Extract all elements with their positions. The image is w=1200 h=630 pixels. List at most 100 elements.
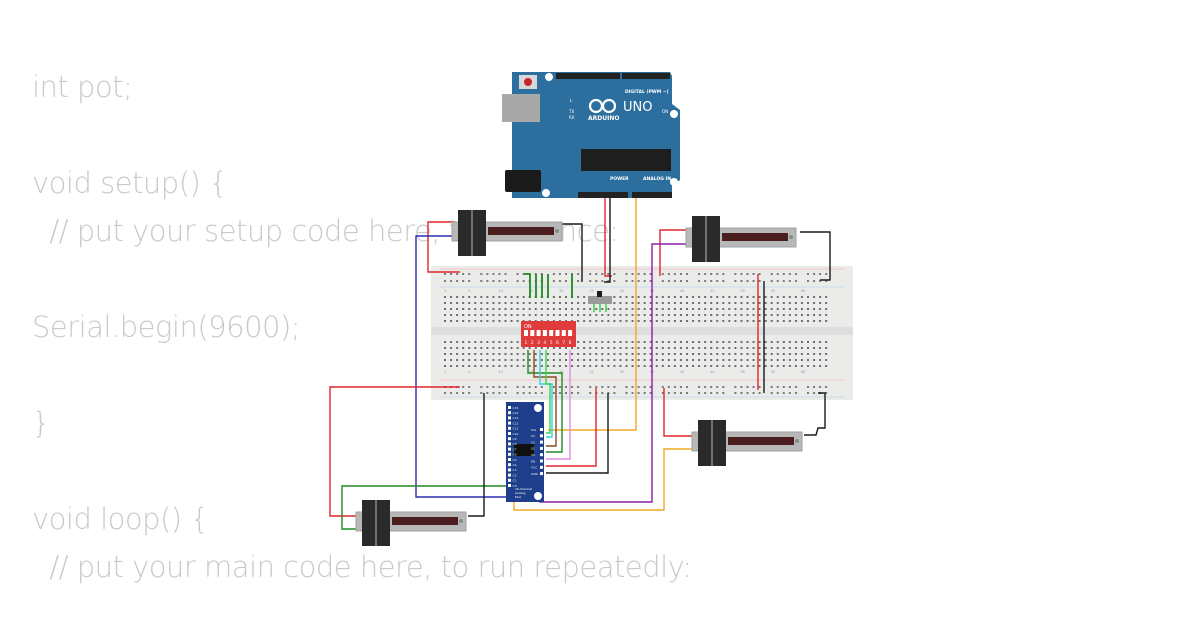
dip-toggle-3[interactable]: [536, 330, 541, 336]
breadboard-hole: [825, 314, 828, 316]
dip-toggle-1[interactable]: [524, 330, 528, 336]
breadboard-hole: [498, 280, 501, 282]
breadboard-hole: [498, 296, 501, 298]
slide-pot-top-right[interactable]: [685, 216, 797, 262]
mux-pin-label: S0: [531, 453, 535, 457]
breadboard-hole: [643, 280, 646, 282]
breadboard-hole: [673, 302, 676, 304]
breadboard-hole: [710, 365, 713, 367]
breadboard-hole: [631, 392, 634, 394]
wire-green-dip[interactable]: [524, 273, 531, 298]
wire-black-pot1-gnd[interactable]: [562, 223, 583, 282]
dip-toggle-5[interactable]: [549, 330, 554, 336]
dip-number-label: 1: [525, 340, 528, 346]
mux-pin-c7: [508, 447, 511, 451]
breadboard-hole: [565, 308, 567, 310]
breadboard-hole: [540, 314, 543, 316]
breadboard-hole: [661, 320, 664, 322]
dip-toggle-8[interactable]: [568, 330, 573, 336]
breadboard-hole: [734, 308, 737, 310]
mux-pin-label: C4: [513, 463, 517, 467]
reset-button[interactable]: [524, 78, 532, 86]
breadboard-hole: [782, 280, 785, 282]
breadboard-hole: [813, 347, 816, 349]
dip-toggle-2[interactable]: [530, 330, 535, 336]
wire-black-mux-gnd[interactable]: [546, 393, 609, 474]
wire-black-pot3-gnd[interactable]: [804, 392, 826, 436]
wire-blue-pot1-signal[interactable]: [415, 235, 508, 498]
breadboard-hole: [480, 341, 483, 343]
wire-red-pot2-vcc[interactable]: [659, 229, 690, 276]
breadboard-hole: [746, 341, 749, 343]
breadboard[interactable]: 1155101015152020252530303535404045455050…: [431, 266, 853, 400]
wire-green-s0[interactable]: [527, 350, 563, 453]
breadboard-hole: [788, 386, 791, 388]
dip-toggle-6[interactable]: [555, 330, 560, 336]
breadboard-hole: [752, 296, 755, 298]
breadboard-hole: [625, 296, 628, 298]
breadboard-hole: [486, 392, 489, 394]
breadboard-hole: [661, 314, 664, 316]
digital-header-right: [622, 73, 670, 79]
wire-red-mux-vcc[interactable]: [546, 388, 597, 467]
breadboard-hole: [800, 353, 803, 355]
breadboard-hole: [498, 341, 501, 343]
breadboard-hole: [800, 320, 803, 322]
breadboard-hole: [571, 359, 574, 361]
breadboard-hole: [800, 359, 803, 361]
wire-lightgreen-s3[interactable]: [545, 350, 551, 434]
breadboard-hole: [819, 347, 822, 349]
breadboard-hole: [776, 386, 779, 388]
breadboard-hole: [480, 353, 483, 355]
wire-pink-en[interactable]: [546, 350, 571, 460]
breadboard-hole: [679, 347, 682, 349]
breadboard-hole: [788, 302, 791, 304]
wire-green-pot4-signal[interactable]: [341, 485, 508, 530]
breadboard-hole: [704, 296, 707, 298]
mux-pin-c3: [508, 468, 511, 472]
slide-switch-knob[interactable]: [597, 291, 602, 297]
breadboard-hole: [510, 365, 513, 367]
breadboard-hole: [625, 365, 628, 367]
breadboard-hole: [819, 341, 822, 343]
breadboard-hole: [788, 280, 791, 282]
dip-toggle-7[interactable]: [561, 330, 566, 336]
slide-pot-bottom-right[interactable]: [691, 420, 803, 466]
breadboard-hole: [631, 320, 634, 322]
breadboard-hole: [607, 314, 610, 316]
breadboard-hole: [740, 359, 743, 361]
breadboard-hole: [546, 302, 549, 304]
slide-pot-bottom-left[interactable]: [355, 500, 467, 546]
slide-pot-top-left[interactable]: [451, 210, 563, 256]
wire-black-pot4-gnd[interactable]: [468, 393, 485, 517]
breadboard-hole: [456, 392, 459, 394]
breadboard-hole: [686, 302, 688, 304]
breadboard-hole: [516, 302, 519, 304]
wire-brown-s1[interactable]: [533, 350, 557, 447]
wire-red-pot3-vcc[interactable]: [663, 388, 696, 437]
cd74hc4067-multiplexer[interactable]: C15C14C13C12C11C10C9C8C7C6C5C4C3C2C1C0SI…: [506, 402, 544, 502]
wire-red-5v[interactable]: [604, 198, 612, 277]
wire-black-pot2-gnd[interactable]: [800, 231, 831, 281]
wire-red-pot4-vcc[interactable]: [329, 386, 460, 517]
breadboard-hole: [631, 353, 634, 355]
slide-potentiometers[interactable]: [355, 210, 803, 546]
breadboard-hole: [740, 365, 743, 367]
wire-cyan-s2[interactable]: [539, 350, 553, 438]
wire-orange-a0-sig[interactable]: [548, 198, 637, 431]
slide-switch[interactable]: [588, 291, 612, 304]
breadboard-hole: [655, 347, 658, 349]
breadboard-hole: [655, 353, 658, 355]
breadboard-hole: [825, 308, 828, 310]
breadboard-hole: [631, 347, 634, 349]
dip-toggle-4[interactable]: [542, 330, 547, 336]
mux-pin-s2: [540, 440, 543, 444]
breadboard-hole: [686, 273, 688, 275]
wire-red-pot1-vcc[interactable]: [427, 221, 460, 273]
wire-black-gnd[interactable]: [604, 198, 611, 283]
breadboard-hole: [571, 347, 574, 349]
arduino-uno-board[interactable]: UNO ARDUINO DIGITAL (PWM ~) ON TX RX L P…: [502, 72, 680, 198]
